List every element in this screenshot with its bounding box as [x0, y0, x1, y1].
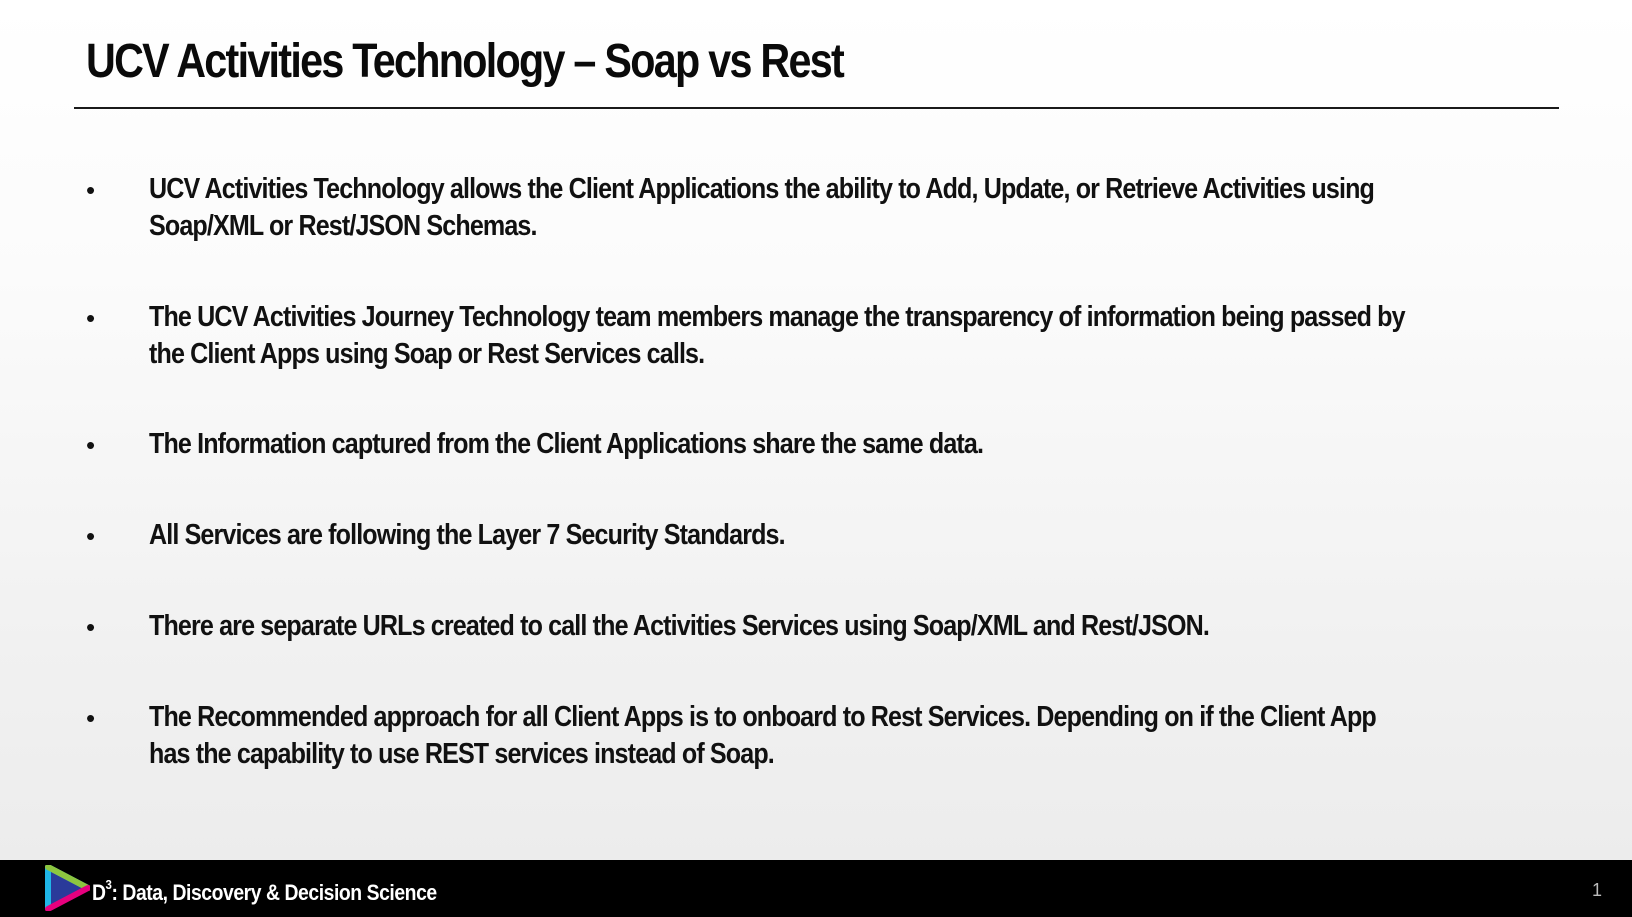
bullet-line: All Services are following the Layer 7 S… [149, 519, 786, 551]
bullet-text: All Services are following the Layer 7 S… [149, 517, 1585, 554]
bullet-line: has the capability to use REST services … [149, 738, 775, 770]
bullet-dot: • [86, 612, 96, 642]
play-triangle-logo-icon [45, 865, 90, 911]
slide-title: UCV Activities Technology – Soap vs Rest [86, 35, 845, 88]
bullet-text: The UCV Activities Journey Technology te… [149, 299, 1585, 373]
bullet-text: UCV Activities Technology allows the Cli… [149, 171, 1585, 245]
bullet-text: The Information captured from the Client… [149, 426, 1585, 463]
brand-name: : Data, Discovery & Decision Science [111, 880, 437, 905]
bullet-line: UCV Activities Technology allows the Cli… [149, 173, 1375, 205]
bullet-line: The Recommended approach for all Client … [149, 701, 1377, 733]
brand-prefix: D [92, 880, 106, 905]
footer-bar: D3: Data, Discovery & Decision Science 1 [0, 860, 1632, 917]
bullet-text: The Recommended approach for all Client … [149, 699, 1585, 773]
bullet-dot: • [86, 521, 96, 551]
bullet-line: the Client Apps using Soap or Rest Servi… [149, 338, 705, 370]
bullet-text: There are separate URLs created to call … [149, 608, 1585, 645]
page-number: 1 [1591, 880, 1602, 900]
bullet-line: The UCV Activities Journey Technology te… [149, 301, 1406, 333]
bullet-line: Soap/XML or Rest/JSON Schemas. [149, 210, 537, 242]
bullet-dot: • [86, 703, 96, 733]
footer-brand-text: D3: Data, Discovery & Decision Science [92, 877, 437, 906]
brand-superscript: 3 [105, 877, 112, 892]
bullet-dot: • [86, 175, 96, 205]
bullet-dot: • [86, 303, 96, 333]
bullet-line: There are separate URLs created to call … [149, 610, 1210, 642]
title-divider [74, 107, 1559, 109]
bullet-line: The Information captured from the Client… [149, 428, 984, 460]
bullet-dot: • [86, 430, 96, 460]
